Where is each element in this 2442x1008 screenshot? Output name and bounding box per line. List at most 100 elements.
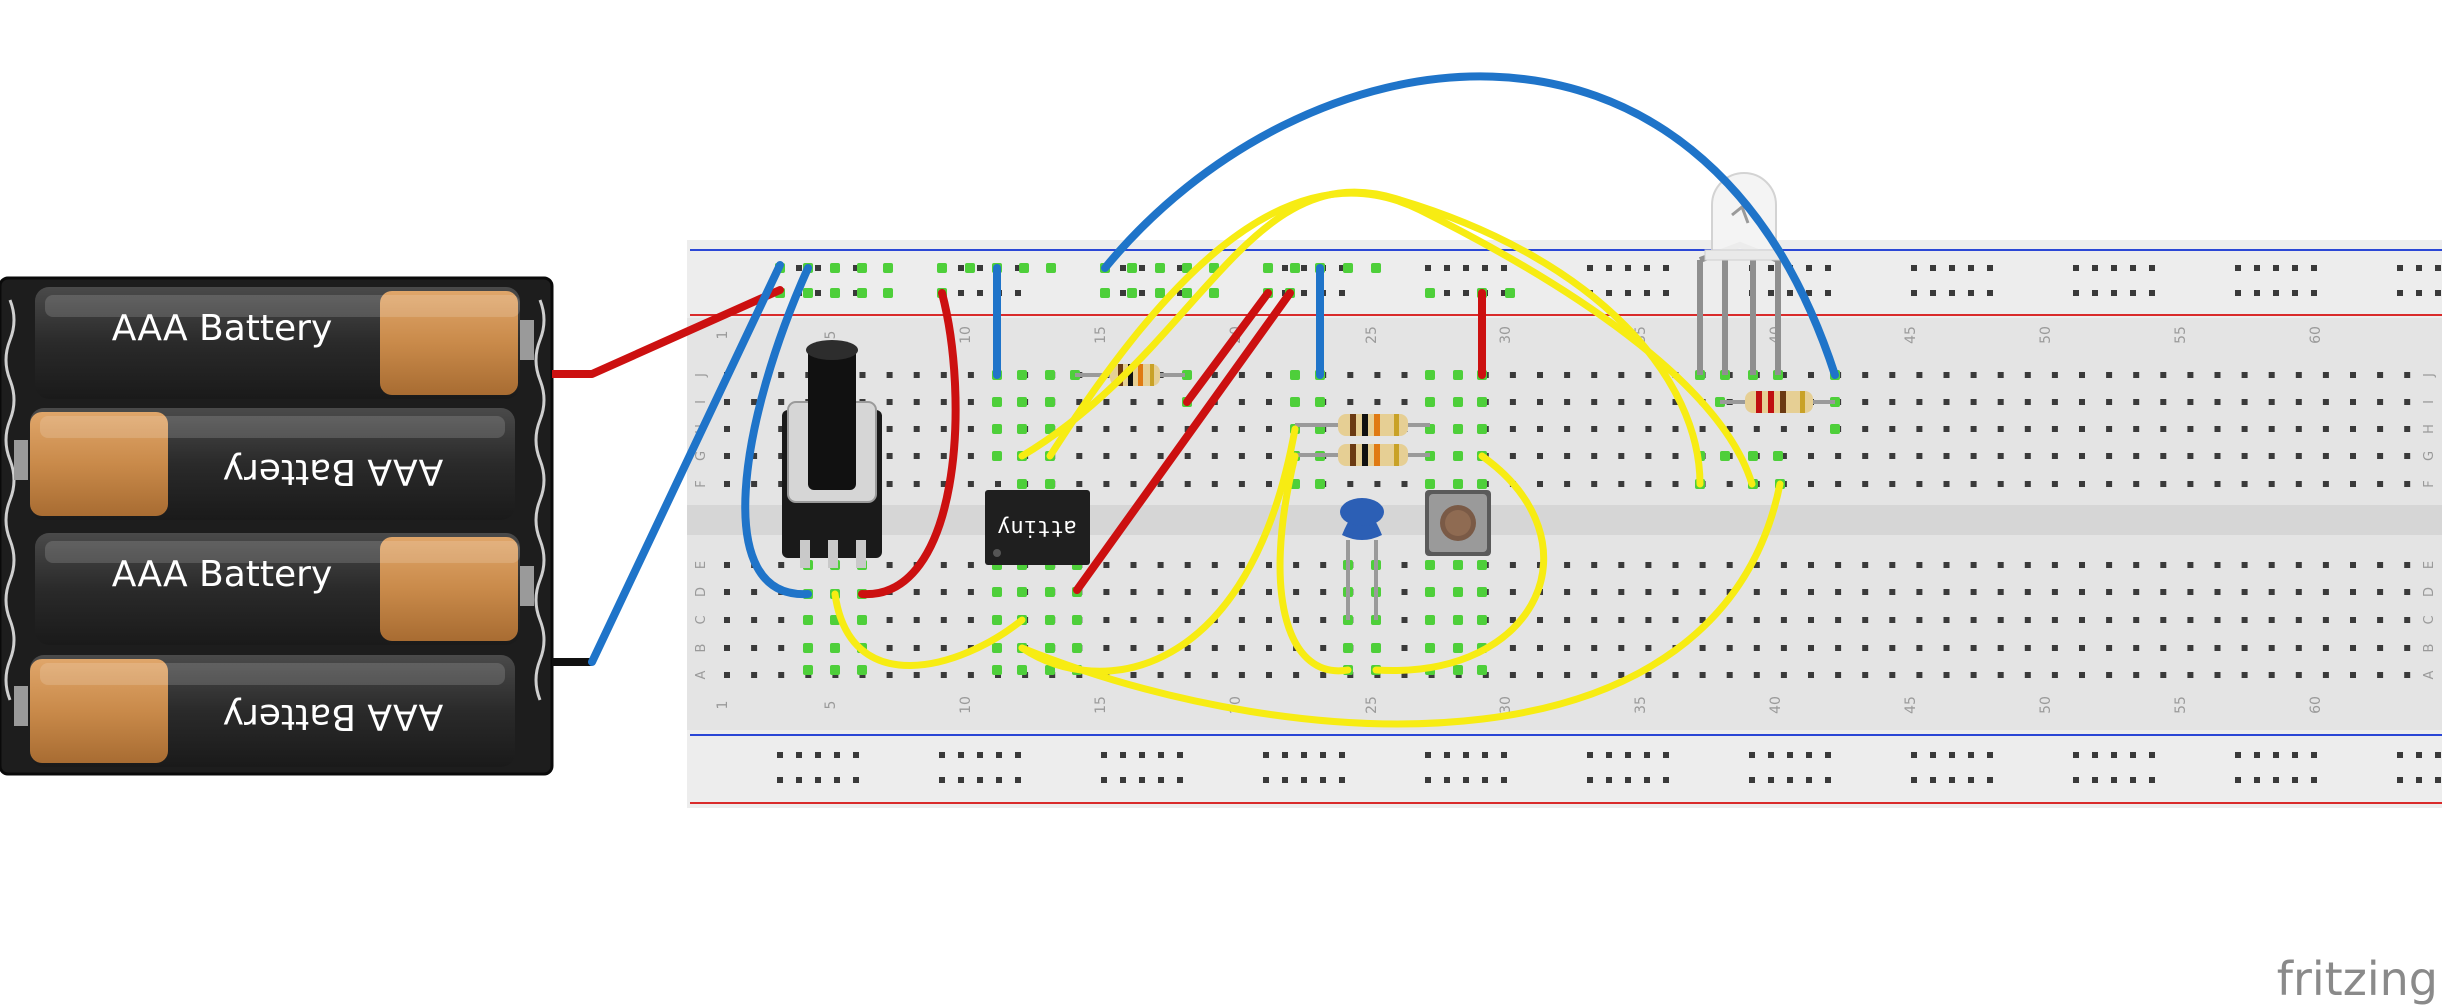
breadboard-hole [2187, 672, 2194, 678]
breadboard-hole [2214, 672, 2221, 678]
breadboard-hole [1862, 589, 1869, 595]
resistor-3 [1295, 444, 1430, 466]
breadboard-hole [1672, 562, 1679, 568]
wire-blue-pot [741, 264, 812, 599]
breadboard-hole [1970, 645, 1977, 651]
connected-hole [1290, 370, 1300, 380]
breadboard-hole [2404, 426, 2411, 432]
column-number: 45 [1903, 326, 1919, 344]
breadboard-hole [1401, 617, 1408, 623]
connected-hole [830, 263, 840, 273]
column-number: 35 [1633, 696, 1649, 714]
rail-hole [1301, 290, 1307, 296]
connected-hole [1748, 451, 1758, 461]
rail-hole [1663, 752, 1669, 758]
breadboard-hole [2404, 672, 2411, 678]
breadboard-hole [1889, 589, 1896, 595]
rail-hole [1463, 777, 1469, 783]
wire-yellow-btn-right [1372, 452, 1548, 674]
breadboard-hole [913, 481, 920, 487]
wire-red-diag-1 [1073, 289, 1294, 594]
breadboard-hole [2106, 589, 2113, 595]
rail-hole [1139, 290, 1145, 296]
breadboard-hole [2404, 589, 2411, 595]
breadboard-hole [1808, 426, 1814, 432]
breadboard-hole [886, 453, 893, 459]
breadboard-hole [1238, 645, 1245, 651]
rail-hole [2092, 290, 2098, 296]
rail-hole [1663, 290, 1669, 296]
breadboard-hole [1618, 372, 1625, 378]
breadboard-hole [2350, 453, 2356, 459]
breadboard-hole [751, 617, 758, 623]
connected-hole [1127, 288, 1137, 298]
breadboard-hole [2024, 453, 2031, 459]
breadboard-hole [1238, 426, 1245, 432]
breadboard-hole [2268, 645, 2275, 651]
rail-hole [1587, 777, 1593, 783]
breadboard-hole [1916, 481, 1923, 487]
breadboard-hole [2350, 645, 2356, 651]
breadboard-hole [1238, 562, 1245, 568]
fritzing-logo: fritzing [2277, 952, 2438, 1006]
breadboard-hole [1970, 372, 1977, 378]
breadboard-hole [1537, 426, 1543, 432]
breadboard-hole [913, 589, 920, 595]
breadboard-hole [2295, 589, 2302, 595]
breadboard-hole [940, 589, 947, 595]
breadboard-hole [1564, 645, 1571, 651]
breadboard-hole [1726, 562, 1733, 568]
rail-hole [1139, 265, 1145, 271]
rail-hole [1968, 752, 1974, 758]
breadboard-hole [1184, 617, 1191, 623]
connected-hole [1453, 479, 1463, 489]
breadboard-hole [1293, 562, 1300, 568]
rail-hole [1444, 290, 1450, 296]
breadboard-hole [1808, 372, 1814, 378]
breadboard-hole [1401, 481, 1408, 487]
breadboard-hole [1103, 617, 1110, 623]
breadboard-hole [1997, 617, 2004, 623]
connected-hole [1045, 587, 1055, 597]
breadboard-hole [940, 453, 947, 459]
rail-hole [1644, 777, 1650, 783]
breadboard-hole [1699, 617, 1706, 623]
breadboard-hole [1618, 589, 1625, 595]
breadboard-hole [1645, 399, 1652, 405]
breadboard-hole [2404, 645, 2411, 651]
breadboard-hole [886, 399, 893, 405]
column-number: 25 [1364, 326, 1380, 344]
rail-hole [1587, 265, 1593, 271]
breadboard-hole [1157, 589, 1164, 595]
connected-hole [830, 665, 840, 675]
rail-hole [1301, 777, 1307, 783]
rail-hole [2292, 290, 2298, 296]
connected-hole [1453, 643, 1463, 653]
connected-hole [992, 397, 1002, 407]
breadboard-hole [2133, 645, 2140, 651]
breadboard-hole [2024, 372, 2031, 378]
breadboard-hole [2187, 589, 2194, 595]
rail-hole [1320, 777, 1326, 783]
breadboard-hole [2187, 481, 2194, 487]
breadboard-hole [1238, 453, 1245, 459]
breadboard-holes [724, 263, 2441, 783]
rail-hole [2254, 752, 2260, 758]
breadboard-hole [1699, 672, 1706, 678]
breadboard-hole [1943, 589, 1950, 595]
breadboard-hole [2377, 426, 2384, 432]
rail-hole [2292, 265, 2298, 271]
rail-hole [834, 777, 840, 783]
breadboard-hole [2051, 399, 2058, 405]
connected-hole [1477, 615, 1487, 625]
breadboard-hole [2106, 562, 2113, 568]
rail-hole [1015, 290, 1021, 296]
breadboard-hole [1618, 672, 1625, 678]
rail-hole [2235, 265, 2241, 271]
battery-cell-3: AAA Battery [35, 533, 534, 645]
breadboard-hole [1970, 399, 1977, 405]
breadboard-hole [778, 481, 785, 487]
breadboard-hole [2133, 672, 2140, 678]
breadboard-hole [1889, 481, 1896, 487]
